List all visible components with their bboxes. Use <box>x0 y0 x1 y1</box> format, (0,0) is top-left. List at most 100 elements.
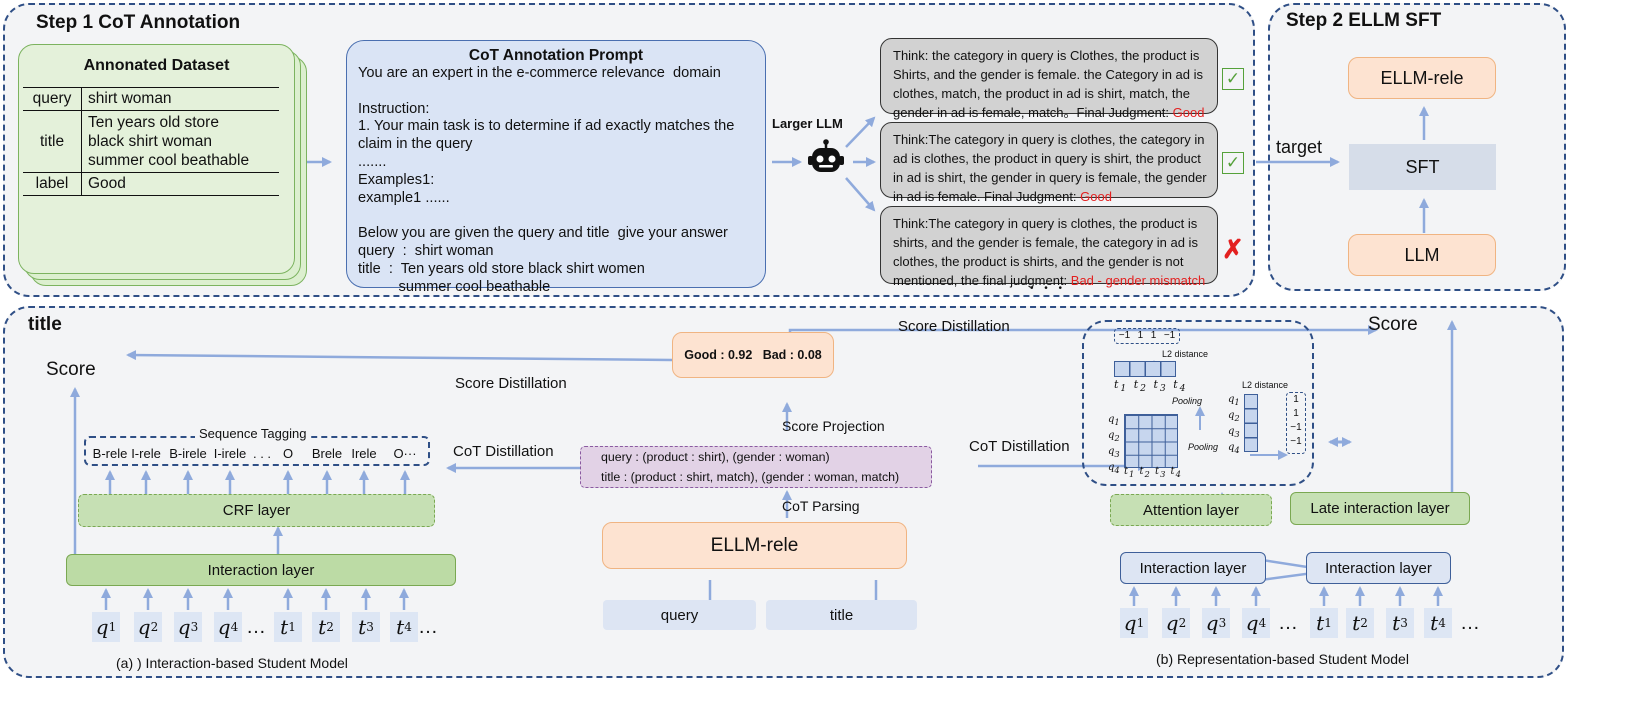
target-label: target <box>1276 137 1323 157</box>
l2-distance-top: L2 distance <box>1162 349 1209 359</box>
think-verdict: Bad - gender mismatch <box>1070 273 1206 288</box>
score-right: Score <box>1368 314 1418 335</box>
ellm-rele-center: ELLM-rele <box>602 522 907 569</box>
parsed-cot-box: query : (product : shirt), (gender : wom… <box>580 446 932 488</box>
dataset-card: Annonated Dataset query shirt woman titl… <box>18 44 295 274</box>
more-ellipsis: • • • <box>1030 283 1067 294</box>
cot-prompt-box: CoT Annotation Prompt You are an expert … <box>346 40 766 295</box>
tag-label: O <box>282 446 294 461</box>
q-labels-matrix: q1 q2 q3 q4 <box>1108 414 1120 475</box>
pooling-label-1: Pooling <box>1172 396 1203 406</box>
l2-distance-right: L2 distance <box>1242 380 1289 390</box>
vector-value: 1 <box>1293 408 1299 419</box>
late-interaction-layer: Late interaction layer <box>1290 492 1470 525</box>
score-projection-label: Score Projection <box>782 418 885 434</box>
tag-label: O··· <box>393 446 417 461</box>
larger-llm-label: Larger LLM <box>772 116 843 131</box>
think-box-2: Think:The category in query is clothes, … <box>880 122 1218 204</box>
cot-distillation-left-label: CoT Distillation <box>453 443 554 460</box>
tag-label: . . . <box>252 446 272 461</box>
think-verdict: Good <box>1172 105 1205 120</box>
vector-value: −1 <box>1163 330 1176 341</box>
vector-value: 1 <box>1150 330 1157 341</box>
dataset-title: Annonated Dataset <box>83 57 230 74</box>
check-icon: ✓ <box>1222 68 1244 90</box>
pooling-label-2: Pooling <box>1188 442 1219 452</box>
prompt-body: You are an expert in the e-commerce rele… <box>358 65 735 295</box>
interaction-layer-right-2: Interaction layer <box>1306 552 1451 584</box>
cot-parsing-label: CoT Parsing <box>782 498 860 514</box>
tag-label: Brele <box>311 446 343 461</box>
score-box: Good : 0.92 Bad : 0.08 <box>672 332 834 378</box>
step1-title: Step 1 CoT Annotation <box>36 12 241 33</box>
caption-b: (b) Representation-based Student Model <box>1156 651 1409 667</box>
cot-distillation-right-label: CoT Distillation <box>969 438 1070 455</box>
t-labels-top: t1 t2 t3 t4 <box>1114 378 1188 395</box>
query-input-box: query <box>603 600 756 630</box>
vector-value: 1 <box>1137 330 1144 341</box>
parsed-title: title : (product : shirt, match), (gende… <box>601 470 900 484</box>
vector-value: −1 <box>1118 330 1131 341</box>
cross-icon: ✗ <box>1222 234 1244 264</box>
dataset-value: Good <box>88 175 126 192</box>
robot-icon <box>806 138 846 178</box>
llm-box: LLM <box>1348 234 1496 276</box>
pooled-q-col <box>1244 394 1258 452</box>
think-box-3: Think:The category in query is clothes, … <box>880 206 1218 288</box>
interaction-layer-left: Interaction layer <box>66 554 456 586</box>
think-box-1: Think: the category in query is Clothes,… <box>880 38 1218 120</box>
caption-a: (a) ) Interaction-based Student Model <box>116 655 348 671</box>
score-distillation-top-label: Score Distillation <box>898 318 1010 335</box>
token-ellipsis: … <box>246 616 266 638</box>
check-icon: ✓ <box>1222 152 1244 174</box>
think-text: Think:The category in query is clothes, … <box>893 132 1207 204</box>
dataset-key: title <box>23 110 82 173</box>
dataset-key: query <box>23 87 82 111</box>
token-ellipsis: … <box>1278 612 1298 634</box>
prompt-title: CoT Annotation Prompt <box>468 47 644 64</box>
tag-label: B-irele <box>169 446 207 461</box>
think-text: Think:The category in query is clothes, … <box>893 216 1198 288</box>
t-labels-matrix: t1 t2 t3 t4 <box>1124 466 1182 479</box>
crf-layer: CRF layer <box>78 494 435 527</box>
parsed-query: query : (product : shirt), (gender : wom… <box>601 450 830 464</box>
token-ellipsis: … <box>418 616 438 638</box>
dataset-value: shirt woman <box>88 90 172 107</box>
think-text: Think: the category in query is Clothes,… <box>893 48 1204 120</box>
attention-layer: Attention layer <box>1110 494 1272 526</box>
tag-label: I-rele <box>131 446 161 461</box>
vector-value: −1 <box>1290 422 1302 433</box>
dataset-value: Ten years old store black shirt woman su… <box>88 114 250 169</box>
dataset-table: query shirt woman title Ten years old st… <box>23 87 279 196</box>
q-labels-right: q1 q2 q3 q4 <box>1228 394 1240 455</box>
score-left: Score <box>46 359 96 380</box>
tag-label: I-irele <box>213 446 247 461</box>
step2-title: Step 2 ELLM SFT <box>1286 10 1442 31</box>
tag-label: B-rele <box>92 446 128 461</box>
sequence-tagging-label: Sequence Tagging <box>195 426 311 441</box>
title-input-box: title <box>766 600 917 630</box>
interaction-layer-right-1: Interaction layer <box>1120 552 1266 584</box>
score-distillation-left-label: Score Distillation <box>455 375 567 392</box>
attention-matrix <box>1124 414 1178 468</box>
think-verdict: Good <box>1080 189 1112 204</box>
token-ellipsis: … <box>1460 612 1480 634</box>
sft-box: SFT <box>1349 144 1496 190</box>
step3-title: title <box>28 314 62 335</box>
